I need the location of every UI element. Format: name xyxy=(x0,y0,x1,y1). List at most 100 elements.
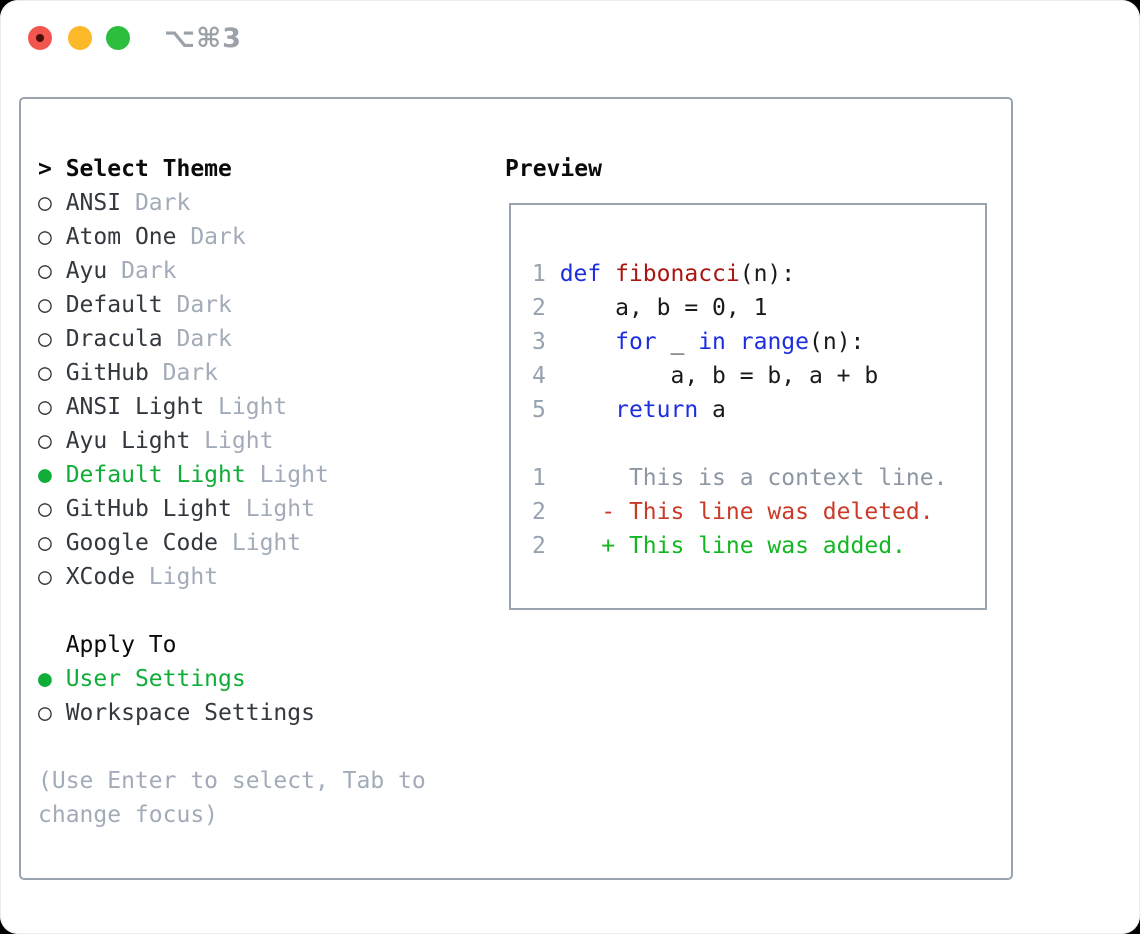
theme-item[interactable]: ○ XCode Light xyxy=(38,560,426,594)
line-number: 4 xyxy=(532,363,560,389)
theme-item[interactable]: ○ ANSI Dark xyxy=(38,186,426,220)
code-token: a, b = 0, 1 xyxy=(559,295,768,321)
theme-item[interactable]: ○ Atom One Dark xyxy=(38,220,426,254)
theme-tag: Light xyxy=(190,428,274,454)
apply-to-header: Apply To xyxy=(65,632,177,658)
added-line-text: + This line was added. xyxy=(601,533,906,559)
theme-item[interactable]: ○ Google Code Light xyxy=(38,526,426,560)
theme-item[interactable]: ○ Ayu Light Light xyxy=(38,424,426,458)
radio-icon: ○ xyxy=(38,700,66,726)
keyword-token: return xyxy=(615,397,699,423)
keyword-token: in xyxy=(698,329,726,355)
theme-tag: Dark xyxy=(121,190,191,216)
main-panel: >Select Theme ○ ANSI Dark○ Atom One Dark… xyxy=(19,97,1013,880)
line-number: 1 xyxy=(532,465,546,491)
radio-selected-icon: ● xyxy=(38,666,66,692)
theme-tag: Dark xyxy=(107,258,177,284)
theme-name: GitHub xyxy=(65,360,149,386)
radio-icon: ○ xyxy=(38,496,66,522)
spacer xyxy=(38,594,426,628)
preview-line: 2 - This line was deleted. xyxy=(532,495,985,529)
theme-item[interactable]: ○ ANSI Light Light xyxy=(38,390,426,424)
deleted-line-text: - This line was deleted. xyxy=(601,499,934,525)
preview-line: 4 a, b = b, a + b xyxy=(532,359,985,393)
help-text-line: (Use Enter to select, Tab to xyxy=(38,768,426,794)
keyword-token: def xyxy=(559,261,602,287)
preview-line: 1 This is a context line. xyxy=(532,461,985,495)
help-text: (Use Enter to select, Tab to change focus… xyxy=(38,764,426,832)
radio-icon: ○ xyxy=(38,530,66,556)
preview-line: 1 def fibonacci(n): xyxy=(532,257,985,291)
code-token: a xyxy=(698,397,726,423)
keyword-token: for xyxy=(615,329,657,355)
theme-name: Atom One xyxy=(65,224,177,250)
apply-to-option-label: Workspace Settings xyxy=(65,700,315,726)
apply-to-option[interactable]: ○ Workspace Settings xyxy=(38,696,426,730)
close-button[interactable] xyxy=(28,26,52,50)
theme-tag: Light xyxy=(218,530,302,556)
spacer xyxy=(38,730,426,764)
keyword-token: range xyxy=(739,329,809,355)
line-number: 3 xyxy=(532,329,560,355)
line-number: 2 xyxy=(532,533,546,559)
window-shortcut-label: ⌥⌘3 xyxy=(164,23,242,54)
line-number: 2 xyxy=(532,499,546,525)
context-line-text: This is a context line. xyxy=(545,465,948,491)
code-token xyxy=(560,397,615,423)
theme-name: Default Light xyxy=(65,462,246,488)
minimize-button[interactable] xyxy=(68,26,92,50)
line-number: 5 xyxy=(532,397,560,423)
theme-name: GitHub Light xyxy=(65,496,232,522)
code-token xyxy=(726,329,740,355)
theme-item[interactable]: ○ GitHub Light Light xyxy=(38,492,426,526)
code-token xyxy=(560,329,615,355)
theme-list: >Select Theme ○ ANSI Dark○ Atom One Dark… xyxy=(38,152,426,832)
radio-icon: ○ xyxy=(38,564,66,590)
code-token xyxy=(601,261,615,287)
theme-item[interactable]: ● Default Light Light xyxy=(38,458,426,492)
theme-name: Google Code xyxy=(65,530,219,556)
theme-tag: Dark xyxy=(162,326,232,352)
theme-items: ○ ANSI Dark○ Atom One Dark○ Ayu Dark○ De… xyxy=(38,186,426,594)
theme-item[interactable]: ○ GitHub Dark xyxy=(38,356,426,390)
theme-item[interactable]: ○ Default Dark xyxy=(38,288,426,322)
radio-icon: ○ xyxy=(38,258,66,284)
radio-icon: ○ xyxy=(38,360,66,386)
help-text-line: change focus) xyxy=(38,802,219,828)
preview-blank-line xyxy=(532,427,985,461)
code-token: _ xyxy=(656,329,699,355)
theme-tag: Light xyxy=(231,496,315,522)
preview-line: 5 return a xyxy=(532,393,985,427)
code-token xyxy=(546,499,601,525)
code-token xyxy=(546,533,601,559)
theme-tag: Light xyxy=(204,394,288,420)
theme-list-header: > Select Theme xyxy=(38,152,426,186)
theme-name: ANSI xyxy=(65,190,122,216)
code-token: a, b = b, a + b xyxy=(559,363,879,389)
radio-icon: ○ xyxy=(38,224,66,250)
theme-name: XCode xyxy=(65,564,135,590)
theme-tag: Light xyxy=(245,462,329,488)
radio-icon: ○ xyxy=(38,326,66,352)
theme-list-title: Select Theme xyxy=(65,156,232,182)
zoom-button[interactable] xyxy=(106,26,130,50)
preview-line: 3 for _ in range(n): xyxy=(532,325,985,359)
code-token: (n): xyxy=(809,329,865,355)
apply-to-option[interactable]: ● User Settings xyxy=(38,662,426,696)
preview-line: 2 a, b = 0, 1 xyxy=(532,291,985,325)
theme-tag: Dark xyxy=(176,224,246,250)
radio-icon: ○ xyxy=(38,292,66,318)
theme-item[interactable]: ○ Ayu Dark xyxy=(38,254,426,288)
theme-tag: Light xyxy=(134,564,219,590)
theme-item[interactable]: ○ Dracula Dark xyxy=(38,322,426,356)
line-number: 1 xyxy=(532,261,560,287)
code-token: (n): xyxy=(739,261,796,287)
theme-name: Default xyxy=(65,292,163,318)
radio-icon: ○ xyxy=(38,428,66,454)
theme-name: Ayu xyxy=(65,258,108,284)
caret-icon: > xyxy=(38,156,52,182)
theme-tag: Dark xyxy=(162,292,232,318)
